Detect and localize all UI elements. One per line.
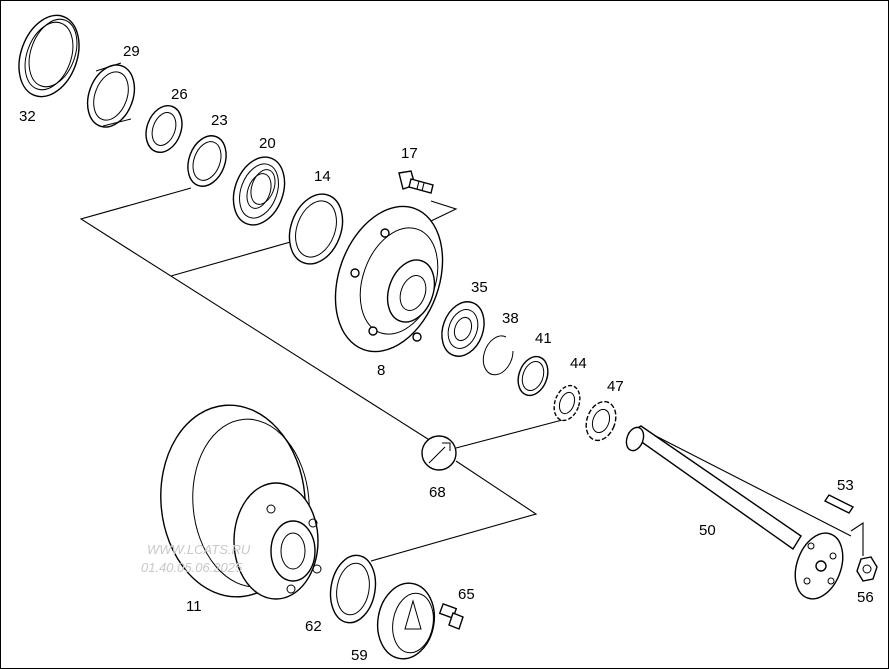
part-17-bolt <box>398 170 434 194</box>
label-14: 14 <box>314 168 331 185</box>
part-8-carrier <box>334 205 444 353</box>
label-53: 53 <box>837 477 854 494</box>
part-26-bushing <box>145 105 183 153</box>
leader-lines <box>79 187 864 562</box>
part-53-stud <box>823 494 855 514</box>
label-35: 35 <box>471 279 488 296</box>
label-17: 17 <box>401 145 418 162</box>
part-41-ring <box>517 355 549 397</box>
part-47-slotted-nut <box>585 400 617 442</box>
label-41: 41 <box>535 330 552 347</box>
label-44: 44 <box>570 355 587 372</box>
watermark-line-1: WWW.LCATS.RU <box>147 542 251 557</box>
part-38-circlip <box>482 335 514 376</box>
part-labels: 32 29 26 23 20 14 17 8 35 38 41 44 47 68… <box>19 43 874 664</box>
part-62-gasket <box>329 554 377 624</box>
label-59: 59 <box>351 647 368 664</box>
label-26: 26 <box>171 86 188 103</box>
label-38: 38 <box>502 310 519 327</box>
part-59-hub-cap <box>376 582 436 660</box>
label-62: 62 <box>305 618 322 635</box>
part-23-ring <box>187 135 227 187</box>
part-14-seal-ring <box>288 193 344 265</box>
part-35-bearing <box>441 301 485 357</box>
label-8: 8 <box>377 362 385 379</box>
label-20: 20 <box>259 135 276 152</box>
label-65: 65 <box>458 586 475 603</box>
label-32: 32 <box>19 108 36 125</box>
part-32-ring <box>18 14 80 98</box>
label-29: 29 <box>123 43 140 60</box>
label-56: 56 <box>857 589 874 606</box>
part-65-screw <box>438 603 464 630</box>
label-50: 50 <box>699 522 716 539</box>
part-50-axle-shaft <box>625 425 844 600</box>
label-47: 47 <box>607 378 624 395</box>
part-56-nut <box>856 556 878 582</box>
part-20-bearing <box>232 156 286 226</box>
part-11-brake-drum <box>160 404 322 600</box>
watermark: WWW.LCATS.RU 01.40.05.06.2025 <box>141 542 251 575</box>
part-44-lock-washer <box>553 384 581 422</box>
label-68: 68 <box>429 484 446 501</box>
label-23: 23 <box>211 112 228 129</box>
label-11: 11 <box>186 598 202 615</box>
part-29-sleeve <box>86 62 136 128</box>
part-68-tool-symbol <box>421 435 457 471</box>
watermark-line-2: 01.40.05.06.2025 <box>141 560 243 575</box>
